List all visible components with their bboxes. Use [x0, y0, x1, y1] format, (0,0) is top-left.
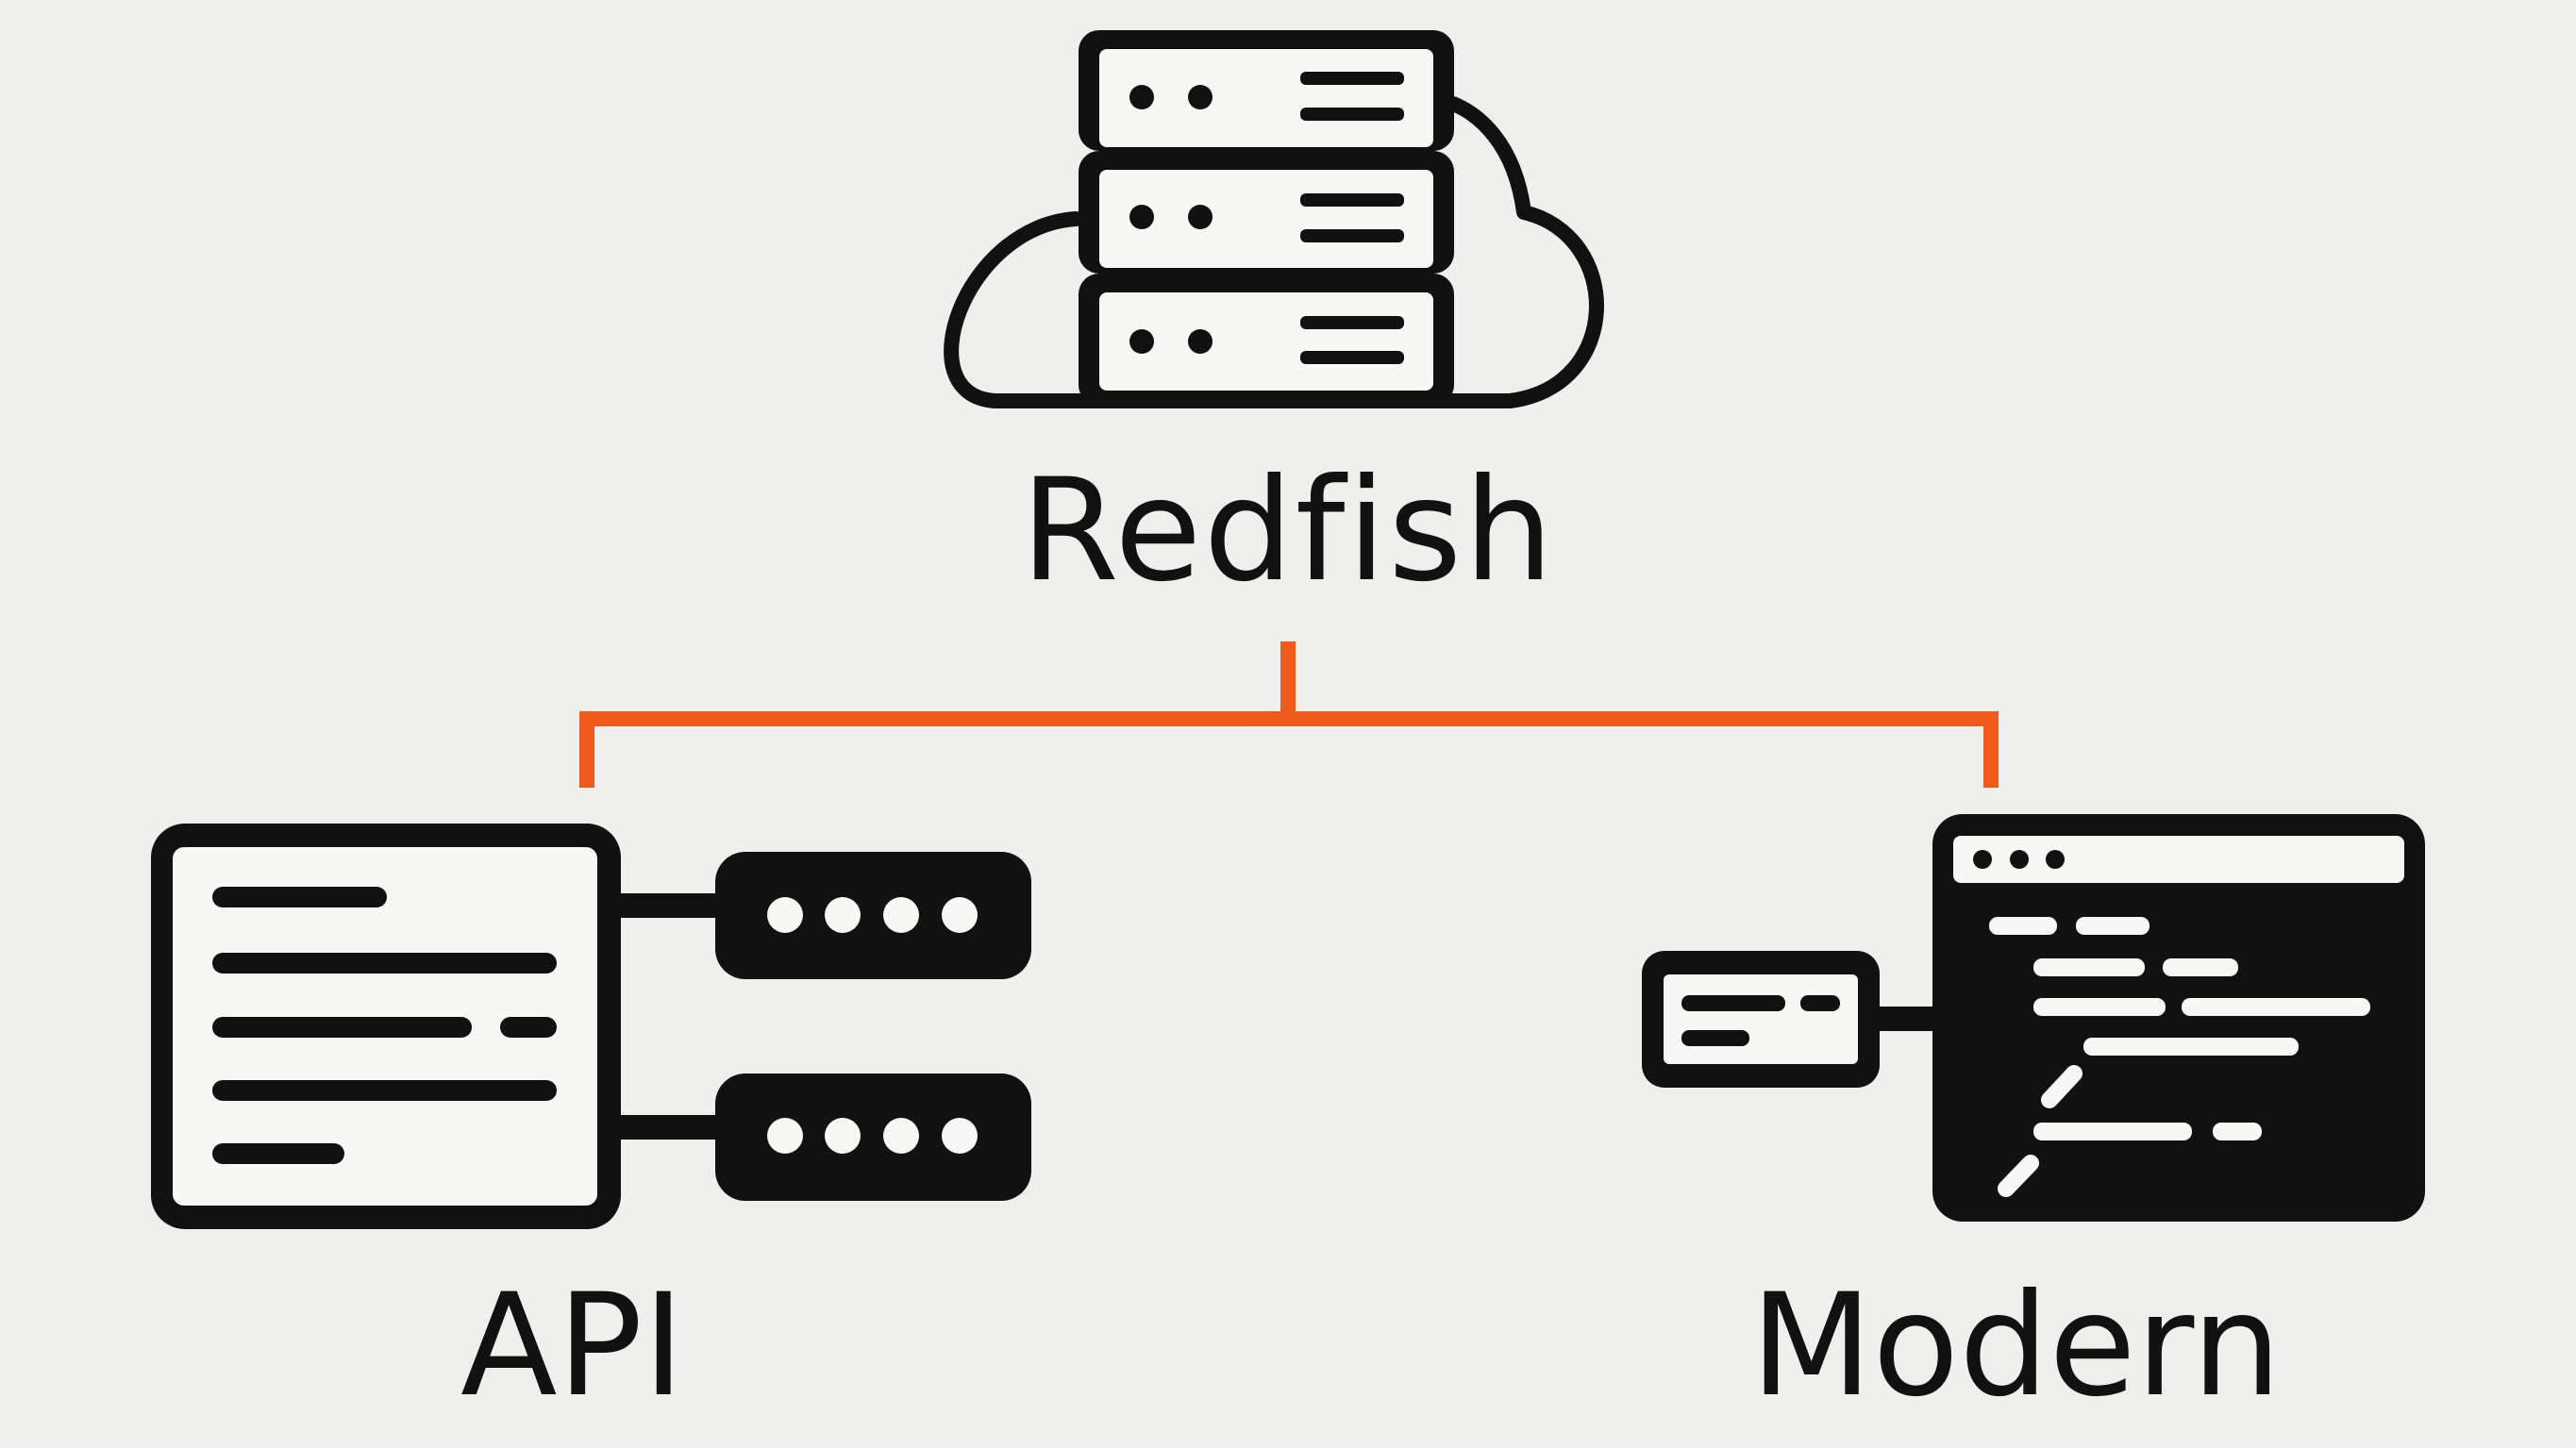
window-titlebar [1953, 836, 2404, 883]
modern-label: Modern [1750, 1264, 2282, 1428]
server-unit-3 [1079, 274, 1454, 406]
code-lines [1989, 917, 2370, 1140]
endpoint-pill-1 [715, 852, 1031, 979]
endpoint-pill-2 [715, 1074, 1031, 1201]
api-document-with-endpoints-icon [151, 824, 1031, 1229]
server-unit-1 [1079, 30, 1454, 151]
cloud-outline [944, 96, 1604, 408]
connector-bracket [579, 711, 1999, 788]
orange-connector [579, 641, 1999, 788]
small-panel [1642, 951, 1880, 1088]
server-unit-2 [1079, 151, 1454, 274]
api-label: API [460, 1264, 685, 1428]
cloud-server-stack-icon [944, 30, 1604, 408]
diagram-title: Redfish [1020, 449, 1556, 613]
code-window [1932, 814, 2425, 1222]
browser-code-window-icon [1642, 814, 2425, 1222]
